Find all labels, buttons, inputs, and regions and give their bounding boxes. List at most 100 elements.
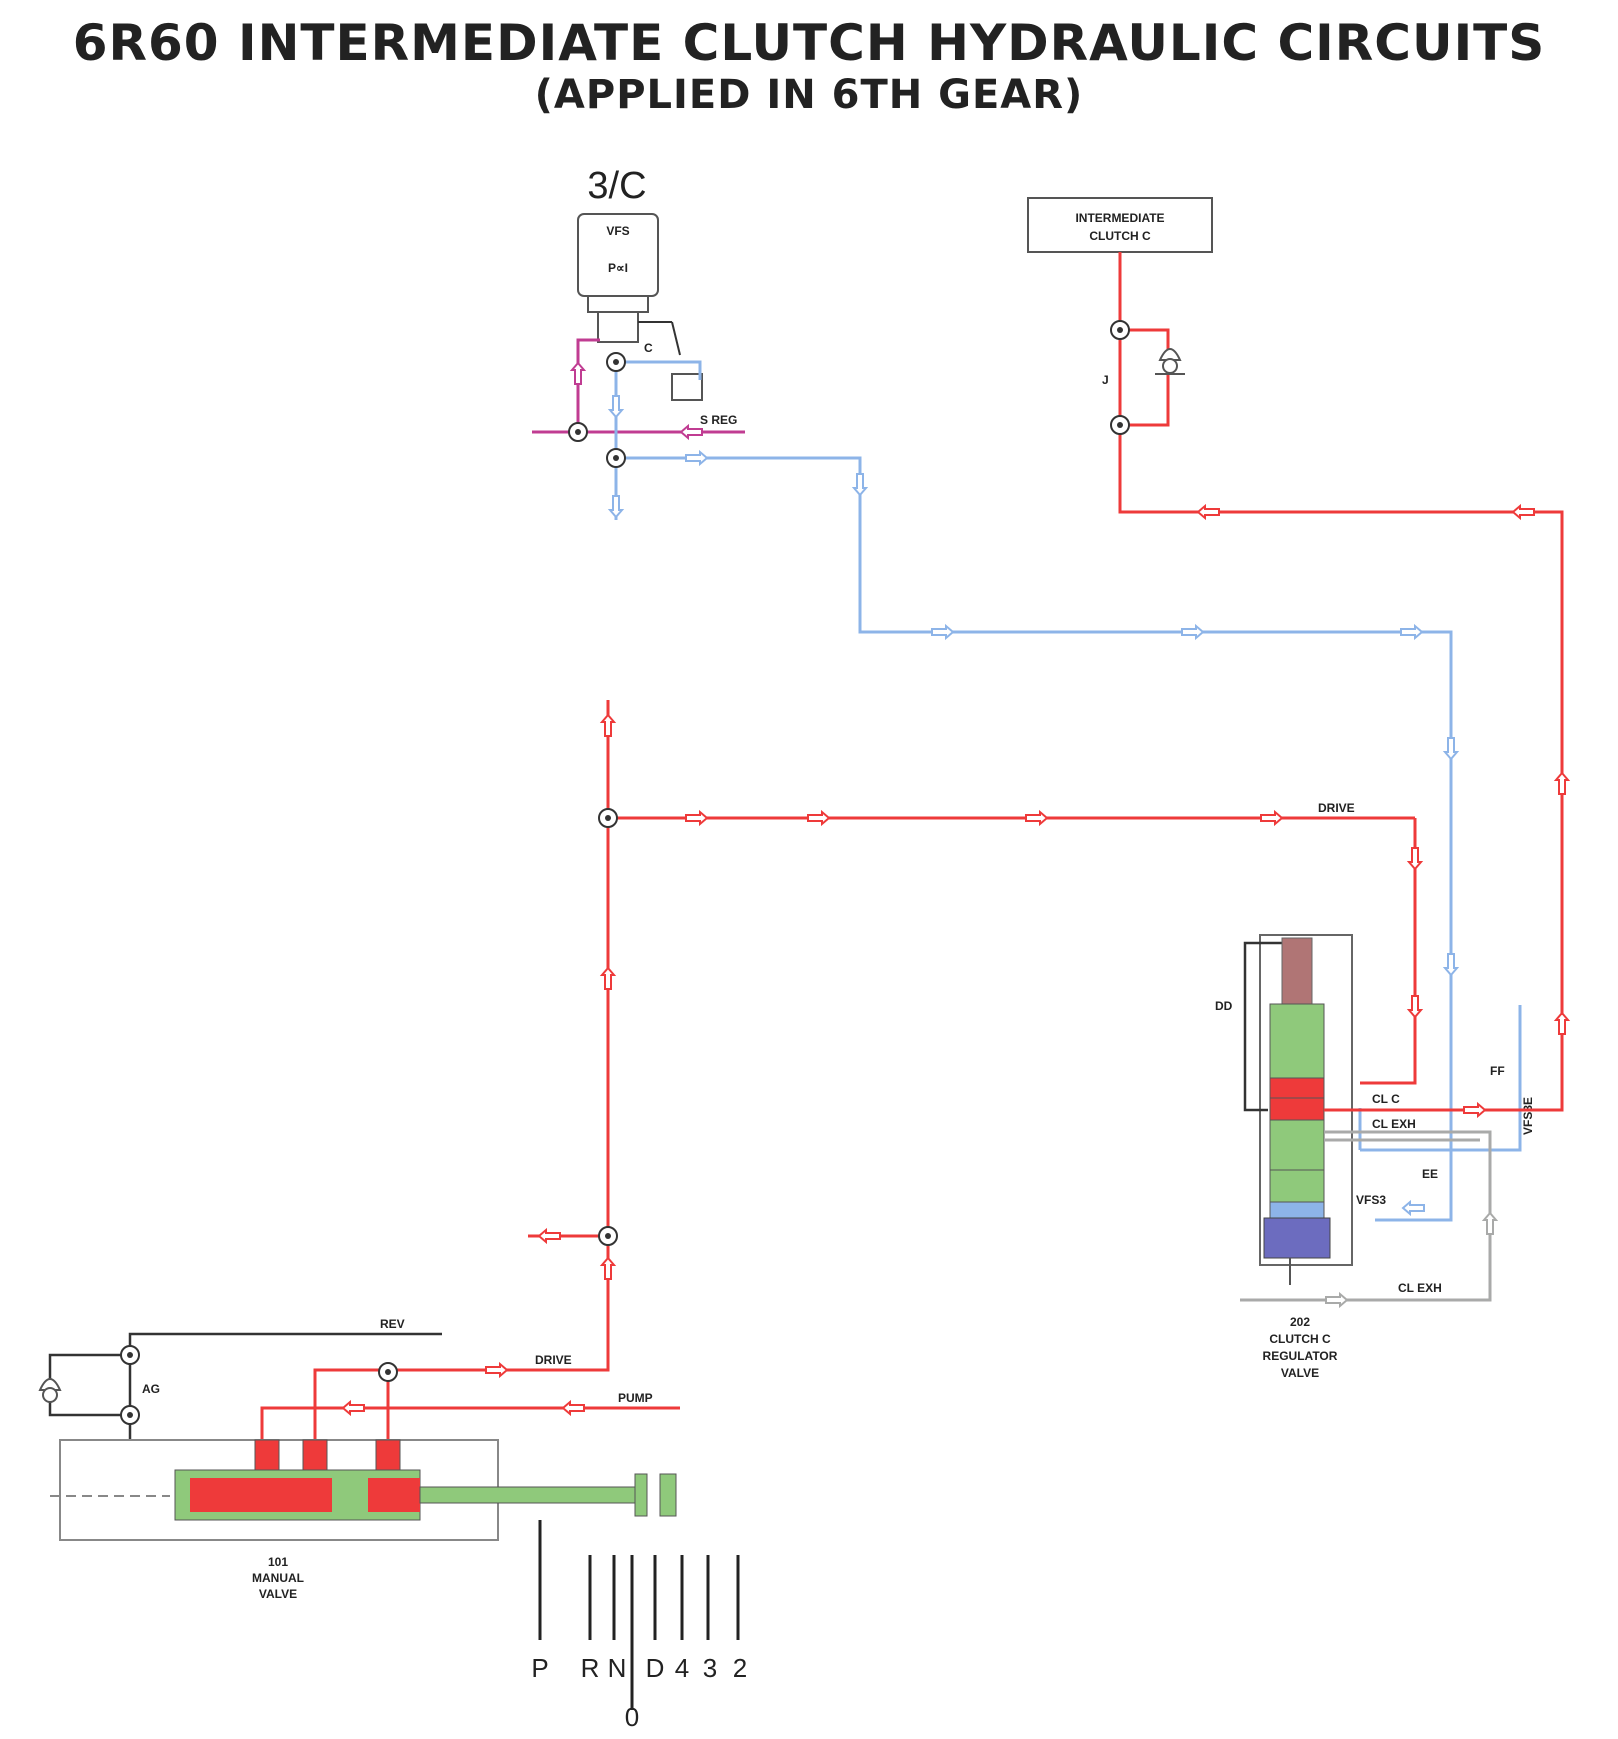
- clutch-box-line1: INTERMEDIATE: [1075, 211, 1164, 225]
- solenoid-formula-label: P∝I: [608, 261, 628, 275]
- manual-valve-number: 101: [268, 1555, 288, 1569]
- flow-arrow: [685, 449, 709, 467]
- flow-arrow: [561, 1399, 585, 1417]
- regulator-vfs-chamber: [1269, 1201, 1325, 1219]
- gear-3: 3: [703, 1653, 717, 1683]
- flow-arrows: [341, 361, 1571, 1417]
- clutch-c-regulator-valve: DD FF EE CL C CL EXH VFS3 VFS3E CL EXH 2…: [1215, 934, 1535, 1380]
- flow-arrow: [851, 473, 869, 497]
- regulator-number: 202: [1290, 1315, 1310, 1329]
- ff-label: FF: [1490, 1064, 1505, 1078]
- gear-n: N: [608, 1653, 627, 1683]
- flow-arrow: [1442, 737, 1460, 761]
- flow-arrow: [1406, 995, 1424, 1019]
- diagram-title: 6R60 INTERMEDIATE CLUTCH HYDRAULIC CIRCU…: [72, 14, 1546, 72]
- flow-arrow: [1401, 1199, 1425, 1217]
- junction-markers: [120, 320, 1130, 1425]
- flow-arrow: [1463, 1101, 1487, 1119]
- flow-arrow: [1511, 503, 1535, 521]
- flow-arrow: [931, 623, 955, 641]
- flow-arrow: [599, 966, 617, 990]
- flow-arrow: [1260, 809, 1284, 827]
- rev-circuit: [48, 1332, 442, 1440]
- solenoid-group-label: 3/C: [587, 165, 646, 207]
- flow-arrow: [1553, 1011, 1571, 1035]
- exhaust-restriction: [671, 373, 703, 401]
- vfs3-label: VFS3: [1356, 1193, 1386, 1207]
- regulator-spring-seat: [1263, 1217, 1331, 1259]
- solenoid-3c: 3/C VFS P∝I C S REG: [577, 165, 737, 427]
- regulator-plunger: [1281, 937, 1313, 1005]
- manual-valve-name-1: MANUAL: [252, 1571, 304, 1585]
- junction-dots: [127, 327, 1123, 1418]
- flow-arrow: [1325, 1291, 1349, 1309]
- regulator-apply-chamber: [1269, 1077, 1325, 1099]
- regulator-name-2: REGULATOR: [1263, 1349, 1338, 1363]
- dd-label: DD: [1215, 999, 1233, 1013]
- cl-c-label: CL C: [1372, 1092, 1400, 1106]
- vfs-signal-circuit: [614, 360, 1522, 1222]
- sreg-circuit: [532, 338, 745, 434]
- intermediate-clutch-c: INTERMEDIATE CLUTCH C: [1027, 197, 1213, 253]
- flow-arrow: [607, 395, 625, 419]
- flow-arrow: [599, 1256, 617, 1280]
- diagram-subtitle: (APPLIED IN 6TH GEAR): [534, 72, 1084, 118]
- manual-valve-name-2: VALVE: [259, 1587, 297, 1601]
- flow-arrow: [607, 495, 625, 519]
- drive-bottom-label: DRIVE: [535, 1353, 572, 1367]
- gear-r: R: [581, 1653, 600, 1683]
- flow-arrow: [1025, 809, 1049, 827]
- manual-valve: 101 MANUAL VALVE: [50, 1439, 677, 1601]
- flow-arrow: [1400, 623, 1424, 641]
- flow-arrow: [599, 713, 617, 737]
- drive-circuit: [260, 700, 1417, 1440]
- regulator-name-3: VALVE: [1281, 1366, 1319, 1380]
- gear-2: 2: [733, 1653, 747, 1683]
- rev-label: REV: [380, 1317, 405, 1331]
- flow-arrow: [537, 1227, 561, 1245]
- j-label: J: [1102, 373, 1109, 387]
- regulator-land-1: [1269, 1003, 1325, 1079]
- flow-arrow: [685, 809, 709, 827]
- solenoid-nozzle: [597, 311, 639, 343]
- drive-top-label: DRIVE: [1318, 801, 1355, 815]
- cl-exh-label-2: CL EXH: [1398, 1281, 1442, 1295]
- cl-exh-label-1: CL EXH: [1372, 1117, 1416, 1131]
- gear-position-markers: [538, 1520, 740, 1710]
- sreg-label: S REG: [700, 413, 737, 427]
- gear-position-labels: P R N D 4 3 2 0: [531, 1653, 747, 1732]
- clutch-box: [1027, 197, 1213, 253]
- solenoid-base: [587, 295, 649, 313]
- flow-arrow: [1553, 771, 1571, 795]
- flow-arrow: [485, 1361, 509, 1379]
- manual-valve-drive-land: [190, 1478, 332, 1512]
- regulator-land-3: [1269, 1169, 1325, 1203]
- ag-check-ball: [38, 1378, 62, 1403]
- regulator-name-1: CLUTCH C: [1269, 1332, 1331, 1346]
- regulator-land-2: [1269, 1119, 1325, 1171]
- flow-arrow: [1481, 1211, 1499, 1235]
- c-label: C: [644, 341, 653, 355]
- flow-arrow: [807, 809, 831, 827]
- ee-label: EE: [1422, 1167, 1438, 1181]
- flow-arrow: [1181, 623, 1205, 641]
- flow-arrow: [679, 423, 703, 441]
- pump-label: PUMP: [618, 1391, 653, 1405]
- vfs3e-label: VFS3E: [1521, 1097, 1535, 1135]
- manual-valve-stem: [419, 1486, 636, 1504]
- gear-zero: 0: [625, 1702, 639, 1732]
- flow-arrow: [569, 361, 587, 385]
- manual-valve-detent: [634, 1473, 648, 1517]
- flow-arrow: [1196, 503, 1220, 521]
- gear-p: P: [531, 1653, 548, 1683]
- j-check-ball: J: [1102, 348, 1185, 387]
- clutch-box-line2: CLUTCH C: [1089, 229, 1151, 243]
- gear-d: D: [646, 1653, 665, 1683]
- flow-arrow: [1442, 953, 1460, 977]
- flow-arrow: [1406, 847, 1424, 871]
- solenoid-type-label: VFS: [606, 224, 629, 238]
- gear-4: 4: [675, 1653, 689, 1683]
- flow-arrow: [341, 1399, 365, 1417]
